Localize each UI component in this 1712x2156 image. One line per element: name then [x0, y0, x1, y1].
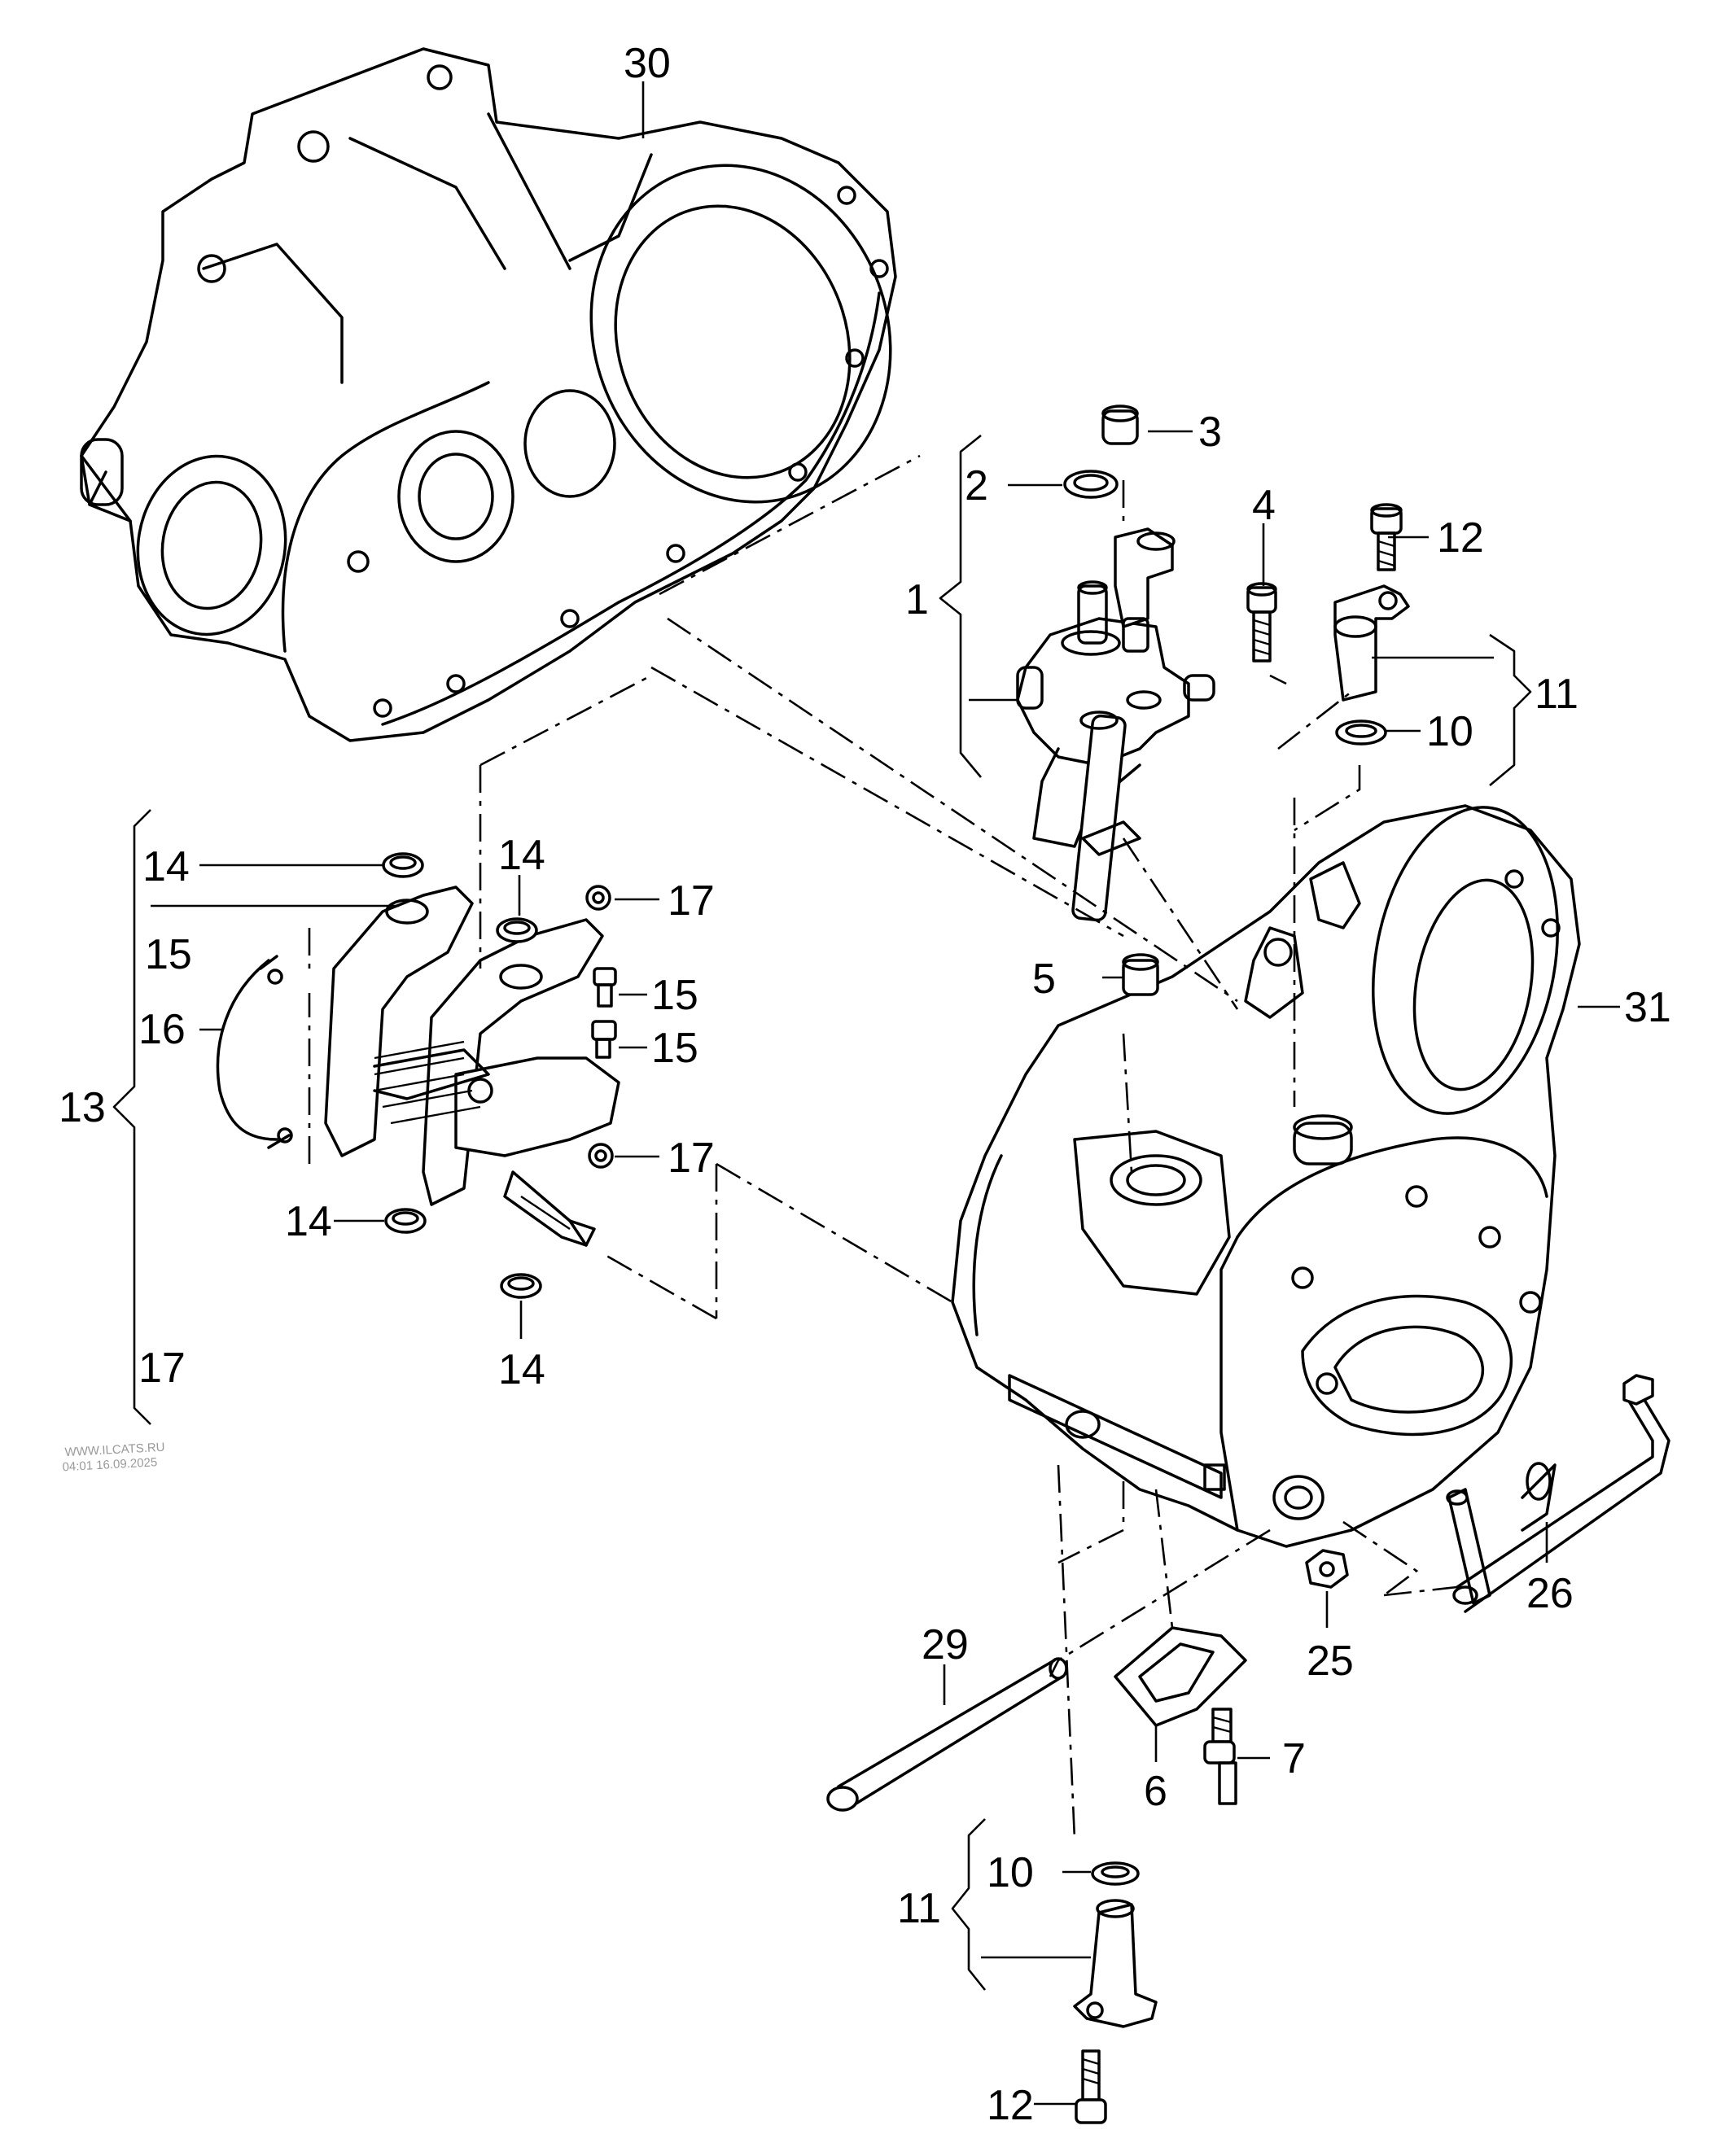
shift-linkage-26[interactable] [1446, 1374, 1670, 1613]
callout-14-d: 14 [498, 1346, 545, 1393]
washer-10-lower[interactable] [1091, 1861, 1140, 1886]
clutch-housing-30[interactable] [80, 47, 937, 742]
callout-7: 7 [1282, 1735, 1306, 1782]
callout-14-b: 14 [498, 832, 545, 879]
callout-13: 13 [59, 1084, 106, 1131]
callout-11-lower: 11 [897, 1885, 941, 1932]
callout-12-lower: 12 [987, 2082, 1034, 2129]
callout-16: 16 [138, 1006, 186, 1053]
callout-10-upper: 10 [1426, 708, 1473, 755]
pin-15-a[interactable] [593, 967, 617, 1008]
guide-sleeve-11-lower[interactable] [1073, 1899, 1158, 2028]
watermark-site: WWW.ILCATS.RU [64, 1441, 165, 1459]
seal-ring-2[interactable] [1063, 470, 1119, 499]
bush-5[interactable] [1122, 953, 1159, 996]
leader-lines [151, 81, 1620, 2106]
cover-plate-6[interactable] [1114, 1626, 1247, 1727]
washer-17-a[interactable] [585, 885, 611, 911]
callout-11-upper: 11 [1535, 671, 1578, 718]
callout-10-lower: 10 [987, 1849, 1034, 1896]
washer-10-upper[interactable] [1335, 719, 1387, 746]
bearing-14-c[interactable] [384, 1208, 427, 1234]
watermark: WWW.ILCATS.RU 04:01 16.09.2025 [62, 1441, 165, 1475]
callout-31: 31 [1624, 984, 1671, 1031]
callout-1: 1 [905, 576, 929, 623]
callout-6: 6 [1144, 1768, 1167, 1815]
callout-29: 29 [922, 1621, 969, 1668]
gearbox-housing-31[interactable] [951, 793, 1581, 1548]
watermark-timestamp: 04:01 16.09.2025 [62, 1455, 158, 1474]
callout-17-c: 17 [138, 1345, 186, 1392]
callout-15-c: 15 [651, 1025, 698, 1072]
bolt-4[interactable] [1246, 582, 1277, 663]
callouts: 30 3 2 4 12 1 11 10 5 31 14 14 17 15 15 … [59, 40, 1671, 2129]
callout-17-b: 17 [668, 1135, 715, 1182]
callout-15-a: 15 [145, 931, 192, 978]
selector-mechanism-1[interactable] [1016, 527, 1215, 922]
callout-26: 26 [1526, 1570, 1574, 1617]
braces [112, 434, 1532, 1991]
shift-fork-assembly-13[interactable] [324, 886, 620, 1247]
guide-sleeve-11-upper[interactable] [1333, 584, 1410, 702]
cap-3[interactable] [1101, 405, 1139, 445]
callout-14-a: 14 [142, 843, 190, 890]
nut-25[interactable] [1305, 1549, 1349, 1589]
bearing-14-b[interactable] [496, 917, 538, 943]
callout-2: 2 [965, 462, 988, 509]
bolt-7[interactable] [1203, 1708, 1237, 1805]
callout-12-upper: 12 [1437, 514, 1484, 562]
callout-17-a: 17 [668, 877, 715, 925]
callout-4: 4 [1252, 482, 1276, 529]
washer-17-b[interactable] [588, 1143, 614, 1169]
callout-3: 3 [1198, 409, 1222, 456]
bearing-14-d[interactable] [500, 1273, 542, 1299]
bearing-14-a[interactable] [382, 852, 424, 878]
clip-16[interactable] [216, 955, 293, 1149]
callout-30: 30 [624, 40, 671, 87]
callout-25: 25 [1307, 1638, 1354, 1685]
assembly-lines [308, 454, 1458, 1840]
pin-15-b[interactable] [591, 1020, 617, 1059]
bolt-12-upper[interactable] [1370, 503, 1403, 571]
bolt-12-lower[interactable] [1075, 2049, 1107, 2124]
rod-29[interactable] [826, 1657, 1068, 1812]
callout-15-b: 15 [651, 972, 698, 1019]
callout-5: 5 [1032, 956, 1056, 1003]
callout-14-c: 14 [285, 1198, 332, 1245]
